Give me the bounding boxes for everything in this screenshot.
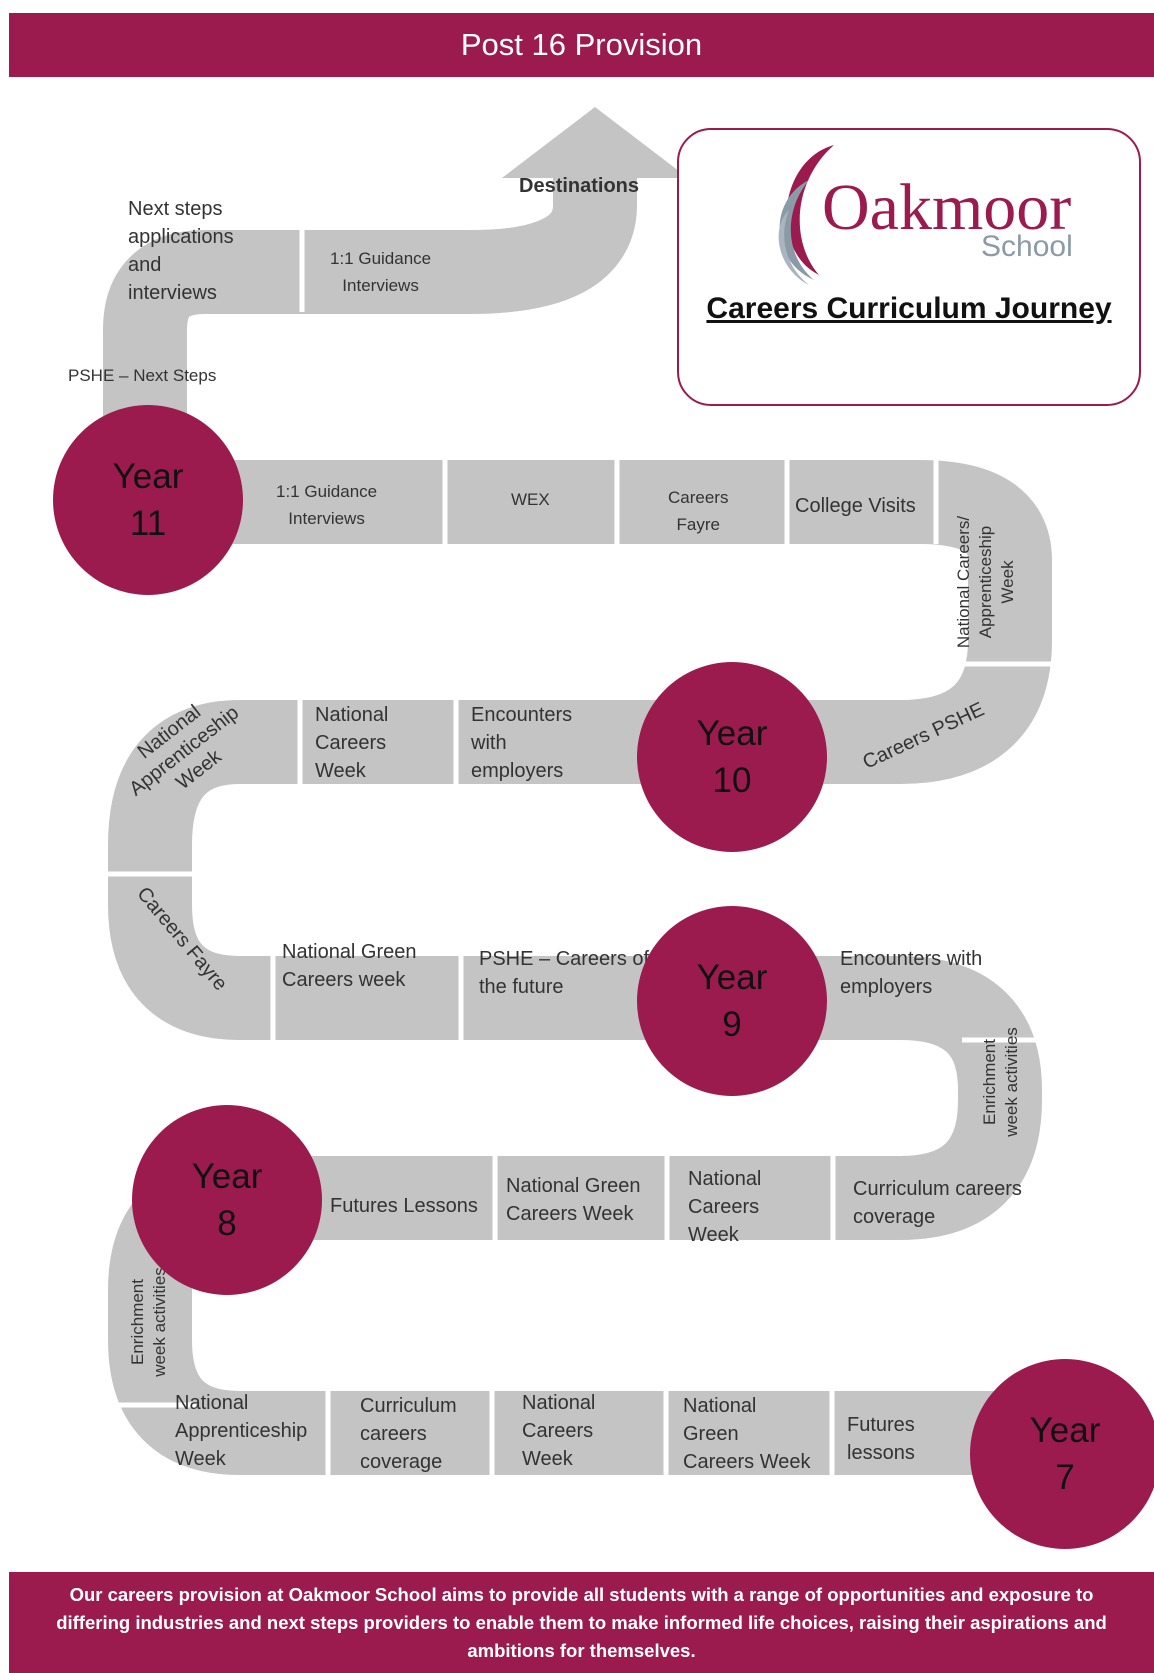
- y8-national-careers: National Careers Week: [688, 1168, 762, 1246]
- oakmoor-logo-icon: [778, 145, 834, 285]
- y11-national-careers: National Careers/ Apprenticeship Week: [954, 515, 1018, 649]
- year-label: Year: [191, 1157, 263, 1196]
- y9-enrichment: Enrichment week activities: [979, 1027, 1021, 1137]
- year-label: Year: [696, 714, 768, 753]
- post16-next-steps: Next steps applications and interviews: [128, 198, 234, 304]
- year-label: Year: [1029, 1411, 1101, 1450]
- destination-arrow: [502, 107, 688, 178]
- destinations-label: Destinations: [519, 175, 640, 197]
- footer-text: Our careers provision at Oakmoor School …: [56, 1583, 1107, 1661]
- y7-national-apprenticeship: National Apprenticeship Week: [175, 1392, 308, 1470]
- y9-green-careers: National Green Careers week: [282, 941, 417, 991]
- road-dividers: [104, 230, 1052, 1475]
- y10-encounters: Encounters with employers: [471, 704, 573, 782]
- year-number: 10: [712, 761, 752, 800]
- y8-futures: Futures Lessons: [330, 1195, 478, 1217]
- y7-national-careers: National Careers Week: [522, 1392, 596, 1470]
- y10-national-careers: National Careers Week: [315, 704, 389, 782]
- y7-curriculum: Curriculum careers coverage: [360, 1395, 457, 1473]
- year-9-circle: Year 9: [637, 906, 827, 1096]
- year-11-circle: Year 11: [53, 405, 243, 595]
- y9-encounters: Encounters with employers: [840, 948, 983, 998]
- y11-wex: WEX: [511, 490, 550, 509]
- year-label: Year: [696, 958, 768, 997]
- year-10-circle: Year 10: [637, 662, 827, 852]
- post16-guidance: 1:1 Guidance Interviews: [330, 249, 432, 295]
- year-number: 11: [129, 504, 167, 543]
- y7-futures: Futures lessons: [847, 1414, 915, 1464]
- y11-college: College Visits: [795, 495, 916, 517]
- journey-title: Careers Curriculum Journey: [706, 292, 1112, 325]
- page-title: Post 16 Provision: [460, 27, 703, 62]
- year-number: 7: [1055, 1458, 1075, 1497]
- y8-curriculum: Curriculum careers coverage: [853, 1178, 1022, 1228]
- y11-guidance: 1:1 Guidance Interviews: [276, 482, 378, 528]
- y7-green-careers: National Green Careers Week: [683, 1395, 811, 1473]
- year-number: 8: [217, 1204, 237, 1243]
- logo-name: Oakmoor: [822, 171, 1072, 244]
- y9-pshe-future: PSHE – Careers of the future: [479, 948, 650, 998]
- top-banner: Post 16 Provision: [9, 13, 1154, 77]
- y8-enrichment: Enrichment week activities: [127, 1267, 169, 1377]
- year-label: Year: [112, 457, 184, 496]
- year-8-circle: Year 8: [132, 1105, 322, 1295]
- year-number: 9: [722, 1005, 742, 1044]
- y11-fayre: Careers Fayre: [668, 488, 729, 534]
- post16-pshe: PSHE – Next Steps: [68, 366, 217, 385]
- logo-subtitle: School: [981, 230, 1073, 263]
- y8-green-careers: National Green Careers Week: [506, 1175, 641, 1225]
- year-7-circle: Year 7: [970, 1359, 1154, 1549]
- logo-card: Oakmoor School Careers Curriculum Journe…: [677, 128, 1141, 406]
- footer-banner: Our careers provision at Oakmoor School …: [9, 1572, 1154, 1673]
